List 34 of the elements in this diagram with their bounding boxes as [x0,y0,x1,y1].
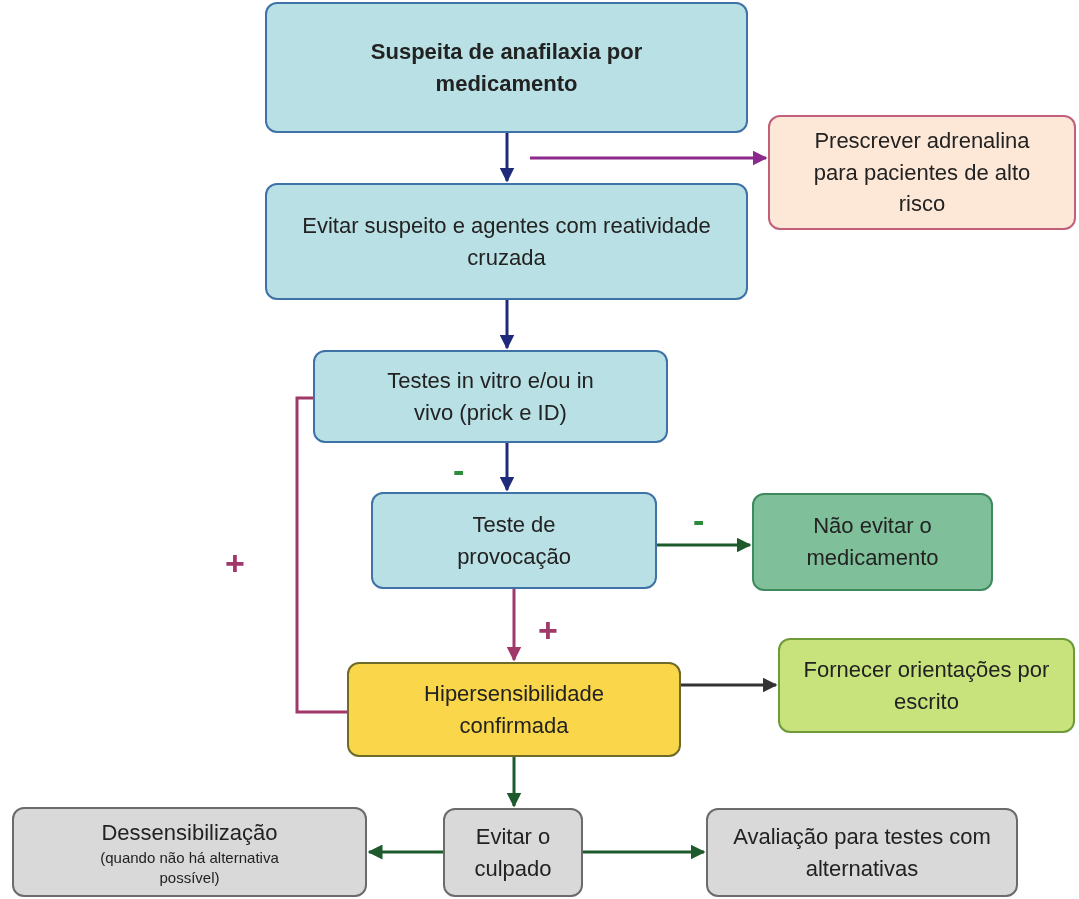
arrow [499,443,515,492]
box-title: Fornecer orientações por escrito [802,655,1051,716]
box-title: Não evitar o medicamento [805,512,940,572]
arrow [367,844,443,860]
process-box [443,808,583,897]
arrow [499,133,515,183]
arrow [657,537,752,553]
connector-line [295,396,347,714]
process-box [347,662,681,757]
box-title: Evitar o culpado [473,822,553,883]
box-title: Testes in vitro e/ou in vivo (prick e ID) [386,366,595,427]
box-title: Hipersensibilidade confirmada [423,679,605,740]
box-title: Avaliação para testes com alternativas [732,822,992,883]
arrow [583,844,706,860]
process-box [313,350,668,443]
arrow [506,589,522,662]
box-title: Teste de provocação [456,510,572,571]
process-box [265,2,748,133]
process-box [768,115,1076,230]
box-title: Prescrever adrenalina para pacientes de alto risco [812,126,1032,219]
process-box [752,493,993,591]
process-box [12,807,367,897]
arrow [506,757,522,808]
arrow [681,677,778,693]
arrow [530,150,768,166]
process-box [371,492,657,589]
process-box [265,183,748,300]
box-note: (quando não há alternativa possível) [99,848,280,888]
process-box [778,638,1075,733]
box-title: Evitar suspeito e agentes com reatividade cruzada [301,211,712,272]
box-title: Dessensibilização [101,818,278,847]
process-box [706,808,1018,897]
box-title: Suspeita de anafilaxia por medicamento [369,37,644,98]
arrow [499,300,515,350]
